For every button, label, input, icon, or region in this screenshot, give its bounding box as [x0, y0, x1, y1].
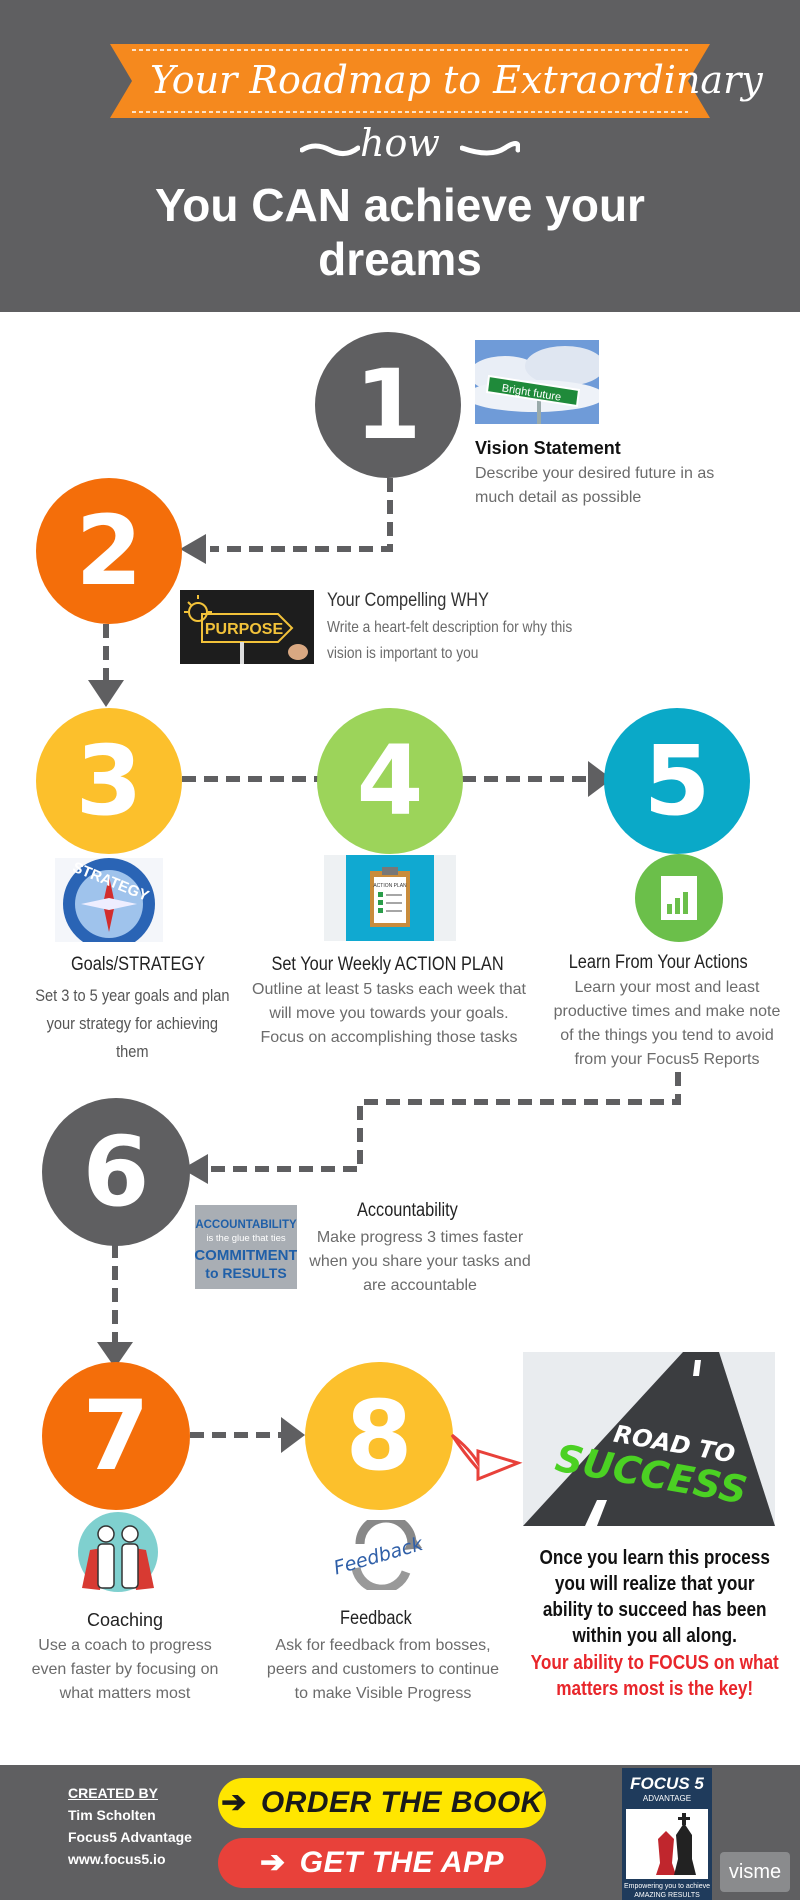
step-5-title: Learn From Your Actions	[568, 952, 748, 973]
chess-pieces-image	[626, 1809, 708, 1879]
step-4-description: Outline at least 5 tasks each week that …	[252, 981, 526, 1046]
step-5-description: Learn your most and least productive tim…	[553, 979, 781, 1068]
coaching-superhero-icon	[78, 1512, 158, 1592]
step-5-circle: 5	[604, 708, 750, 854]
step-7-title: Coaching	[86, 1610, 164, 1630]
step-2-title: Your Compelling WHY	[327, 590, 489, 611]
curved-red-arrow-icon	[450, 1433, 523, 1482]
step-7-circle: 7	[42, 1362, 190, 1510]
step-1-title: Vision Statement	[475, 438, 621, 458]
step-7-description: Use a coach to progress even faster by f…	[31, 1637, 219, 1702]
step-3-title: Goals/STRATEGY	[70, 954, 206, 975]
book-subtitle: ADVANTAGE	[642, 1794, 692, 1803]
purpose-sign-text: PURPOSE	[205, 621, 284, 638]
arrow-right-icon: ➔	[259, 1846, 286, 1879]
accountability-line-1: ACCOUNTABILITY	[195, 1219, 297, 1231]
author-name: Tim Scholten	[68, 1807, 156, 1823]
swirl-right-decoration	[460, 141, 520, 156]
closing-statement: Once you learn this process you will rea…	[539, 1547, 770, 1647]
step-3-circle: 3	[36, 708, 182, 854]
accountability-quote-image: ACCOUNTABILITY is the glue that ties COM…	[195, 1205, 297, 1289]
step-8-circle: 8	[305, 1362, 453, 1510]
step-8-title: Feedback	[340, 1608, 412, 1629]
road-to-success-image: ROAD TO SUCCESS	[523, 1352, 775, 1526]
feedback-arrows-icon: Feedback	[331, 1520, 426, 1590]
step-2-circle: 2	[36, 478, 182, 624]
step-2-description: Write a heart-felt description for why t…	[327, 619, 573, 662]
company-name: Focus5 Advantage	[68, 1829, 192, 1845]
feedback-image-text: Feedback	[331, 1533, 426, 1580]
get-the-app-button[interactable]: ➔ GET THE APP	[218, 1838, 546, 1888]
order-button-label: ORDER THE BOOK	[260, 1786, 543, 1819]
action-plan-image-text: ACTION PLAN	[373, 883, 407, 889]
website-link[interactable]: www.focus5.io	[68, 1851, 166, 1867]
step-8-description: Ask for feedback from bosses, peers and …	[266, 1637, 500, 1702]
created-by-label: CREATED BY	[68, 1785, 158, 1801]
bright-future-sign-image: Bright future	[475, 340, 599, 424]
accountability-line-4: to RESULTS	[205, 1265, 286, 1281]
book-tagline: Empowering you to achieve AMAZING RESULT…	[624, 1883, 710, 1899]
visme-logo: visme	[720, 1852, 790, 1892]
banner-title: Your Roadmap to Extraordinary	[150, 58, 763, 102]
step-6-description: Make progress 3 times faster when you sh…	[309, 1229, 531, 1294]
action-plan-clipboard-image: ACTION PLAN	[324, 855, 456, 941]
report-chart-icon	[635, 854, 723, 942]
app-button-label: GET THE APP	[299, 1846, 505, 1879]
step-1-circle: 1	[315, 332, 461, 478]
title-ribbon	[110, 44, 710, 118]
step-4-circle: 4	[317, 708, 463, 854]
step-1-description: Describe your desired future in as much …	[475, 465, 715, 506]
how-subtitle: how	[360, 121, 440, 165]
step-6-title: Accountability	[356, 1200, 458, 1221]
closing-key-message: Your ability to FOCUS on what matters mo…	[530, 1652, 779, 1700]
swirl-left-decoration	[300, 143, 360, 156]
step-4-title: Set Your Weekly ACTION PLAN	[271, 954, 504, 975]
step-6-circle: 6	[42, 1098, 190, 1246]
arrow-right-icon: ➔	[221, 1786, 247, 1819]
strategy-compass-image: STRATEGY	[55, 858, 163, 942]
headline: You CAN achieve your dreams	[155, 179, 645, 285]
chess-king-icon	[656, 1813, 696, 1875]
book-title: FOCUS 5	[630, 1774, 704, 1793]
order-the-book-button[interactable]: ➔ ORDER THE BOOK	[218, 1778, 546, 1828]
book-cover-image: FOCUS 5 ADVANTAGE Empowering you to achi…	[622, 1768, 712, 1900]
step-3-description: Set 3 to 5 year goals and plan your stra…	[35, 986, 230, 1061]
roadmap-connectors	[88, 478, 681, 1453]
purpose-chalkboard-image: PURPOSE	[180, 590, 314, 664]
accountability-line-3: COMMITMENT	[195, 1247, 297, 1264]
accountability-line-2: is the glue that ties	[206, 1233, 285, 1244]
